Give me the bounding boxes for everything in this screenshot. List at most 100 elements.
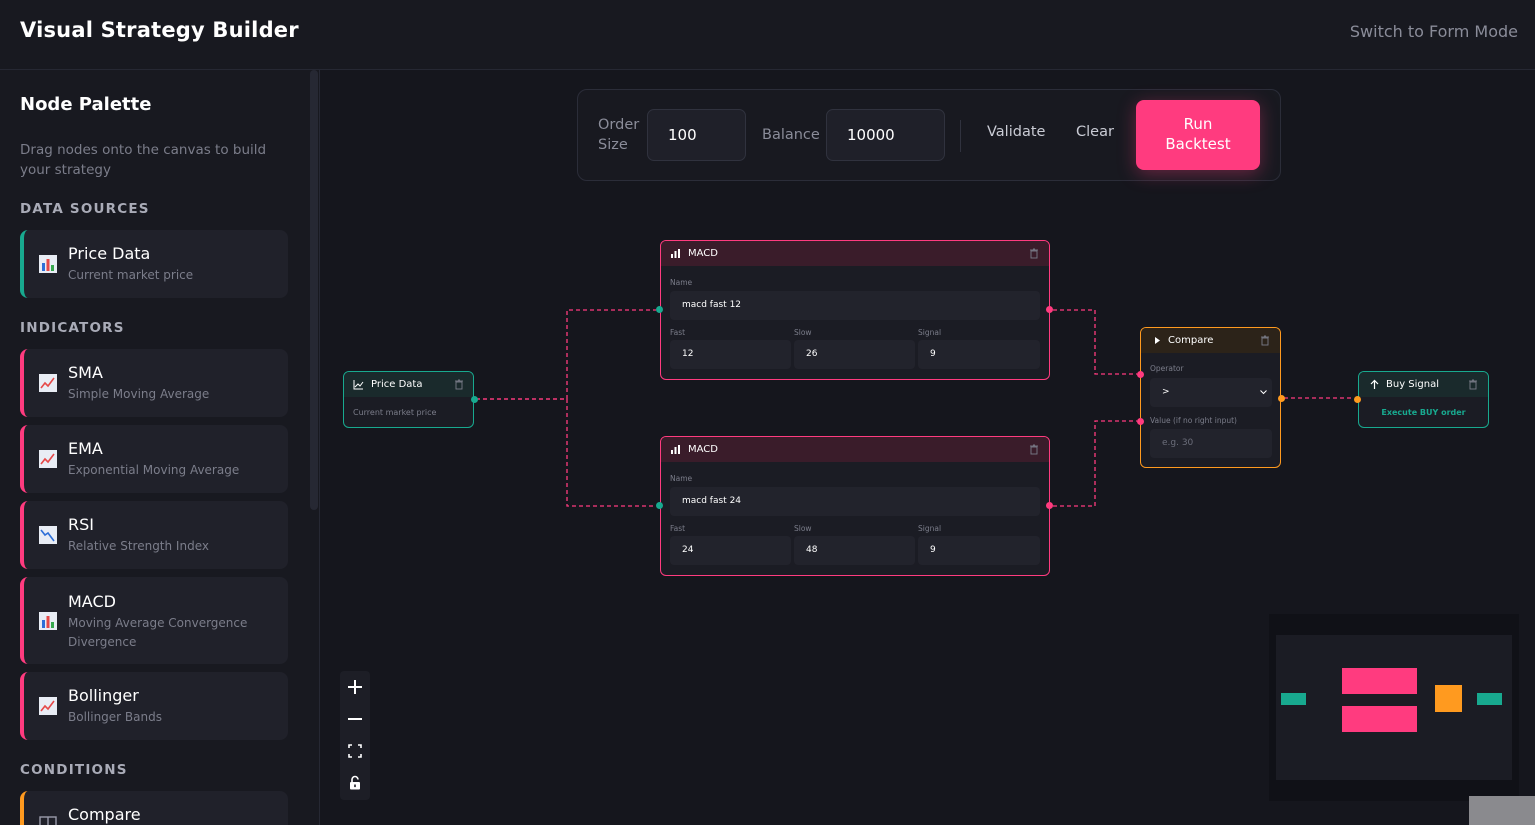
trend-down-icon — [39, 526, 57, 544]
palette-item-desc: Moving Average Convergence Divergence — [68, 616, 248, 649]
zoom-controls — [340, 671, 370, 800]
palette-item-ema[interactable]: EMA Exponential Moving Average — [20, 425, 288, 493]
slow-input[interactable]: 48 — [794, 536, 915, 565]
clear-button[interactable]: Clear — [1076, 124, 1114, 140]
signal-label: Signal — [918, 524, 942, 533]
node-header — [1359, 372, 1488, 397]
edge-macd2-to-compare — [1053, 420, 1137, 507]
macd1-input-handle[interactable] — [656, 306, 663, 313]
edge-price-to-macd1 — [476, 309, 656, 400]
lock-icon — [350, 775, 360, 790]
fit-view-icon — [348, 744, 362, 758]
name-input[interactable]: macd fast 12 — [670, 291, 1040, 320]
operator-select[interactable]: > — [1150, 378, 1272, 407]
palette-item-rsi[interactable]: RSI Relative Strength Index — [20, 501, 288, 569]
fast-input[interactable]: 12 — [670, 340, 791, 369]
node-macd-1[interactable]: MACD Name macd fast 12 Fast Slow Signal … — [660, 240, 1050, 380]
compare-output-handle[interactable] — [1278, 395, 1285, 402]
order-size-input[interactable] — [647, 109, 746, 161]
bar-chart-icon — [671, 249, 680, 258]
backtest-toolbar: Order Size Balance Validate Clear Run Ba… — [577, 89, 1281, 181]
line-chart-icon — [353, 380, 364, 390]
palette-item-bollinger[interactable]: Bollinger Bollinger Bands — [20, 672, 288, 740]
node-title: Buy Signal — [1386, 379, 1440, 390]
minus-icon — [348, 718, 362, 720]
value-input[interactable]: e.g. 30 — [1150, 429, 1272, 458]
node-header — [661, 241, 1049, 266]
palette-item-name: MACD — [68, 592, 116, 611]
delete-node-icon[interactable] — [1029, 444, 1039, 455]
lock-button[interactable] — [340, 767, 370, 799]
node-title: MACD — [688, 248, 718, 259]
palette-item-compare[interactable]: Compare — [20, 791, 288, 825]
palette-item-name: Bollinger — [68, 686, 139, 705]
trend-up-icon — [39, 697, 57, 715]
order-size-label: Order Size — [598, 117, 640, 153]
section-conditions: CONDITIONS — [20, 762, 128, 778]
node-description: Current market price — [353, 408, 437, 417]
signal-input[interactable]: 9 — [918, 536, 1040, 565]
run-backtest-button[interactable]: Run Backtest — [1136, 100, 1260, 170]
compare-right-input-handle[interactable] — [1137, 418, 1144, 425]
slow-label: Slow — [794, 328, 812, 337]
zoom-out-button[interactable] — [340, 703, 370, 735]
bar-chart-icon — [671, 445, 680, 454]
signal-input[interactable]: 9 — [918, 340, 1040, 369]
sidebar-scrollbar[interactable] — [310, 70, 318, 510]
edge-macd1-to-compare — [1053, 309, 1137, 375]
node-description: Execute BUY order — [1381, 408, 1466, 417]
trend-up-icon — [39, 450, 57, 468]
palette-item-sma[interactable]: SMA Simple Moving Average — [20, 349, 288, 417]
price-output-handle[interactable] — [471, 396, 478, 403]
fit-view-button[interactable] — [340, 735, 370, 767]
palette-item-name: SMA — [68, 363, 103, 382]
bar-chart-icon — [39, 255, 57, 273]
palette-item-desc: Bollinger Bands — [68, 710, 162, 724]
section-data-sources: DATA SOURCES — [20, 201, 150, 217]
macd1-output-handle[interactable] — [1046, 306, 1053, 313]
fast-input[interactable]: 24 — [670, 536, 791, 565]
node-macd-2[interactable]: MACD Name macd fast 24 Fast Slow Signal … — [660, 436, 1050, 576]
play-icon — [1155, 337, 1160, 344]
zoom-in-button[interactable] — [340, 671, 370, 703]
switch-mode-button[interactable]: Switch to Form Mode — [1349, 22, 1518, 41]
slow-label: Slow — [794, 524, 812, 533]
node-price-data[interactable]: Price Data Current market price — [343, 371, 474, 428]
balance-input[interactable] — [826, 109, 945, 161]
compare-icon — [39, 816, 57, 825]
balance-label: Balance — [762, 127, 820, 143]
node-compare[interactable]: Compare Operator > Value (if no right in… — [1140, 327, 1281, 468]
palette-item-macd[interactable]: MACD Moving Average Convergence Divergen… — [20, 577, 288, 664]
fast-label: Fast — [670, 328, 686, 337]
minimap-node — [1342, 668, 1417, 694]
slow-input[interactable]: 26 — [794, 340, 915, 369]
delete-node-icon[interactable] — [454, 379, 464, 390]
node-header — [344, 372, 473, 397]
operator-label: Operator — [1150, 364, 1184, 373]
delete-node-icon[interactable] — [1029, 248, 1039, 259]
palette-item-desc: Exponential Moving Average — [68, 463, 240, 477]
app-title: Visual Strategy Builder — [20, 18, 299, 42]
node-buy-signal[interactable]: Buy Signal Execute BUY order — [1358, 371, 1489, 428]
validate-button[interactable]: Validate — [987, 124, 1046, 140]
compare-left-input-handle[interactable] — [1137, 371, 1144, 378]
name-input[interactable]: macd fast 24 — [670, 487, 1040, 516]
palette-item-desc: Relative Strength Index — [68, 539, 209, 553]
trend-up-icon — [39, 374, 57, 392]
macd2-input-handle[interactable] — [656, 502, 663, 509]
bar-chart-icon — [39, 612, 57, 630]
macd2-output-handle[interactable] — [1046, 502, 1053, 509]
palette-item-price-data[interactable]: Price Data Current market price — [20, 230, 288, 298]
palette-item-desc: Current market price — [68, 268, 194, 282]
palette-item-name: Price Data — [68, 244, 151, 263]
delete-node-icon[interactable] — [1468, 379, 1478, 390]
chevron-down-icon — [1260, 390, 1267, 395]
palette-item-desc: Simple Moving Average — [68, 387, 210, 401]
delete-node-icon[interactable] — [1260, 335, 1270, 346]
value-label: Value (if no right input) — [1150, 416, 1237, 425]
minimap[interactable] — [1269, 614, 1519, 801]
buy-input-handle[interactable] — [1354, 396, 1361, 403]
minimap-node — [1477, 693, 1502, 705]
palette-description: Drag nodes onto the canvas to build your… — [20, 142, 267, 178]
